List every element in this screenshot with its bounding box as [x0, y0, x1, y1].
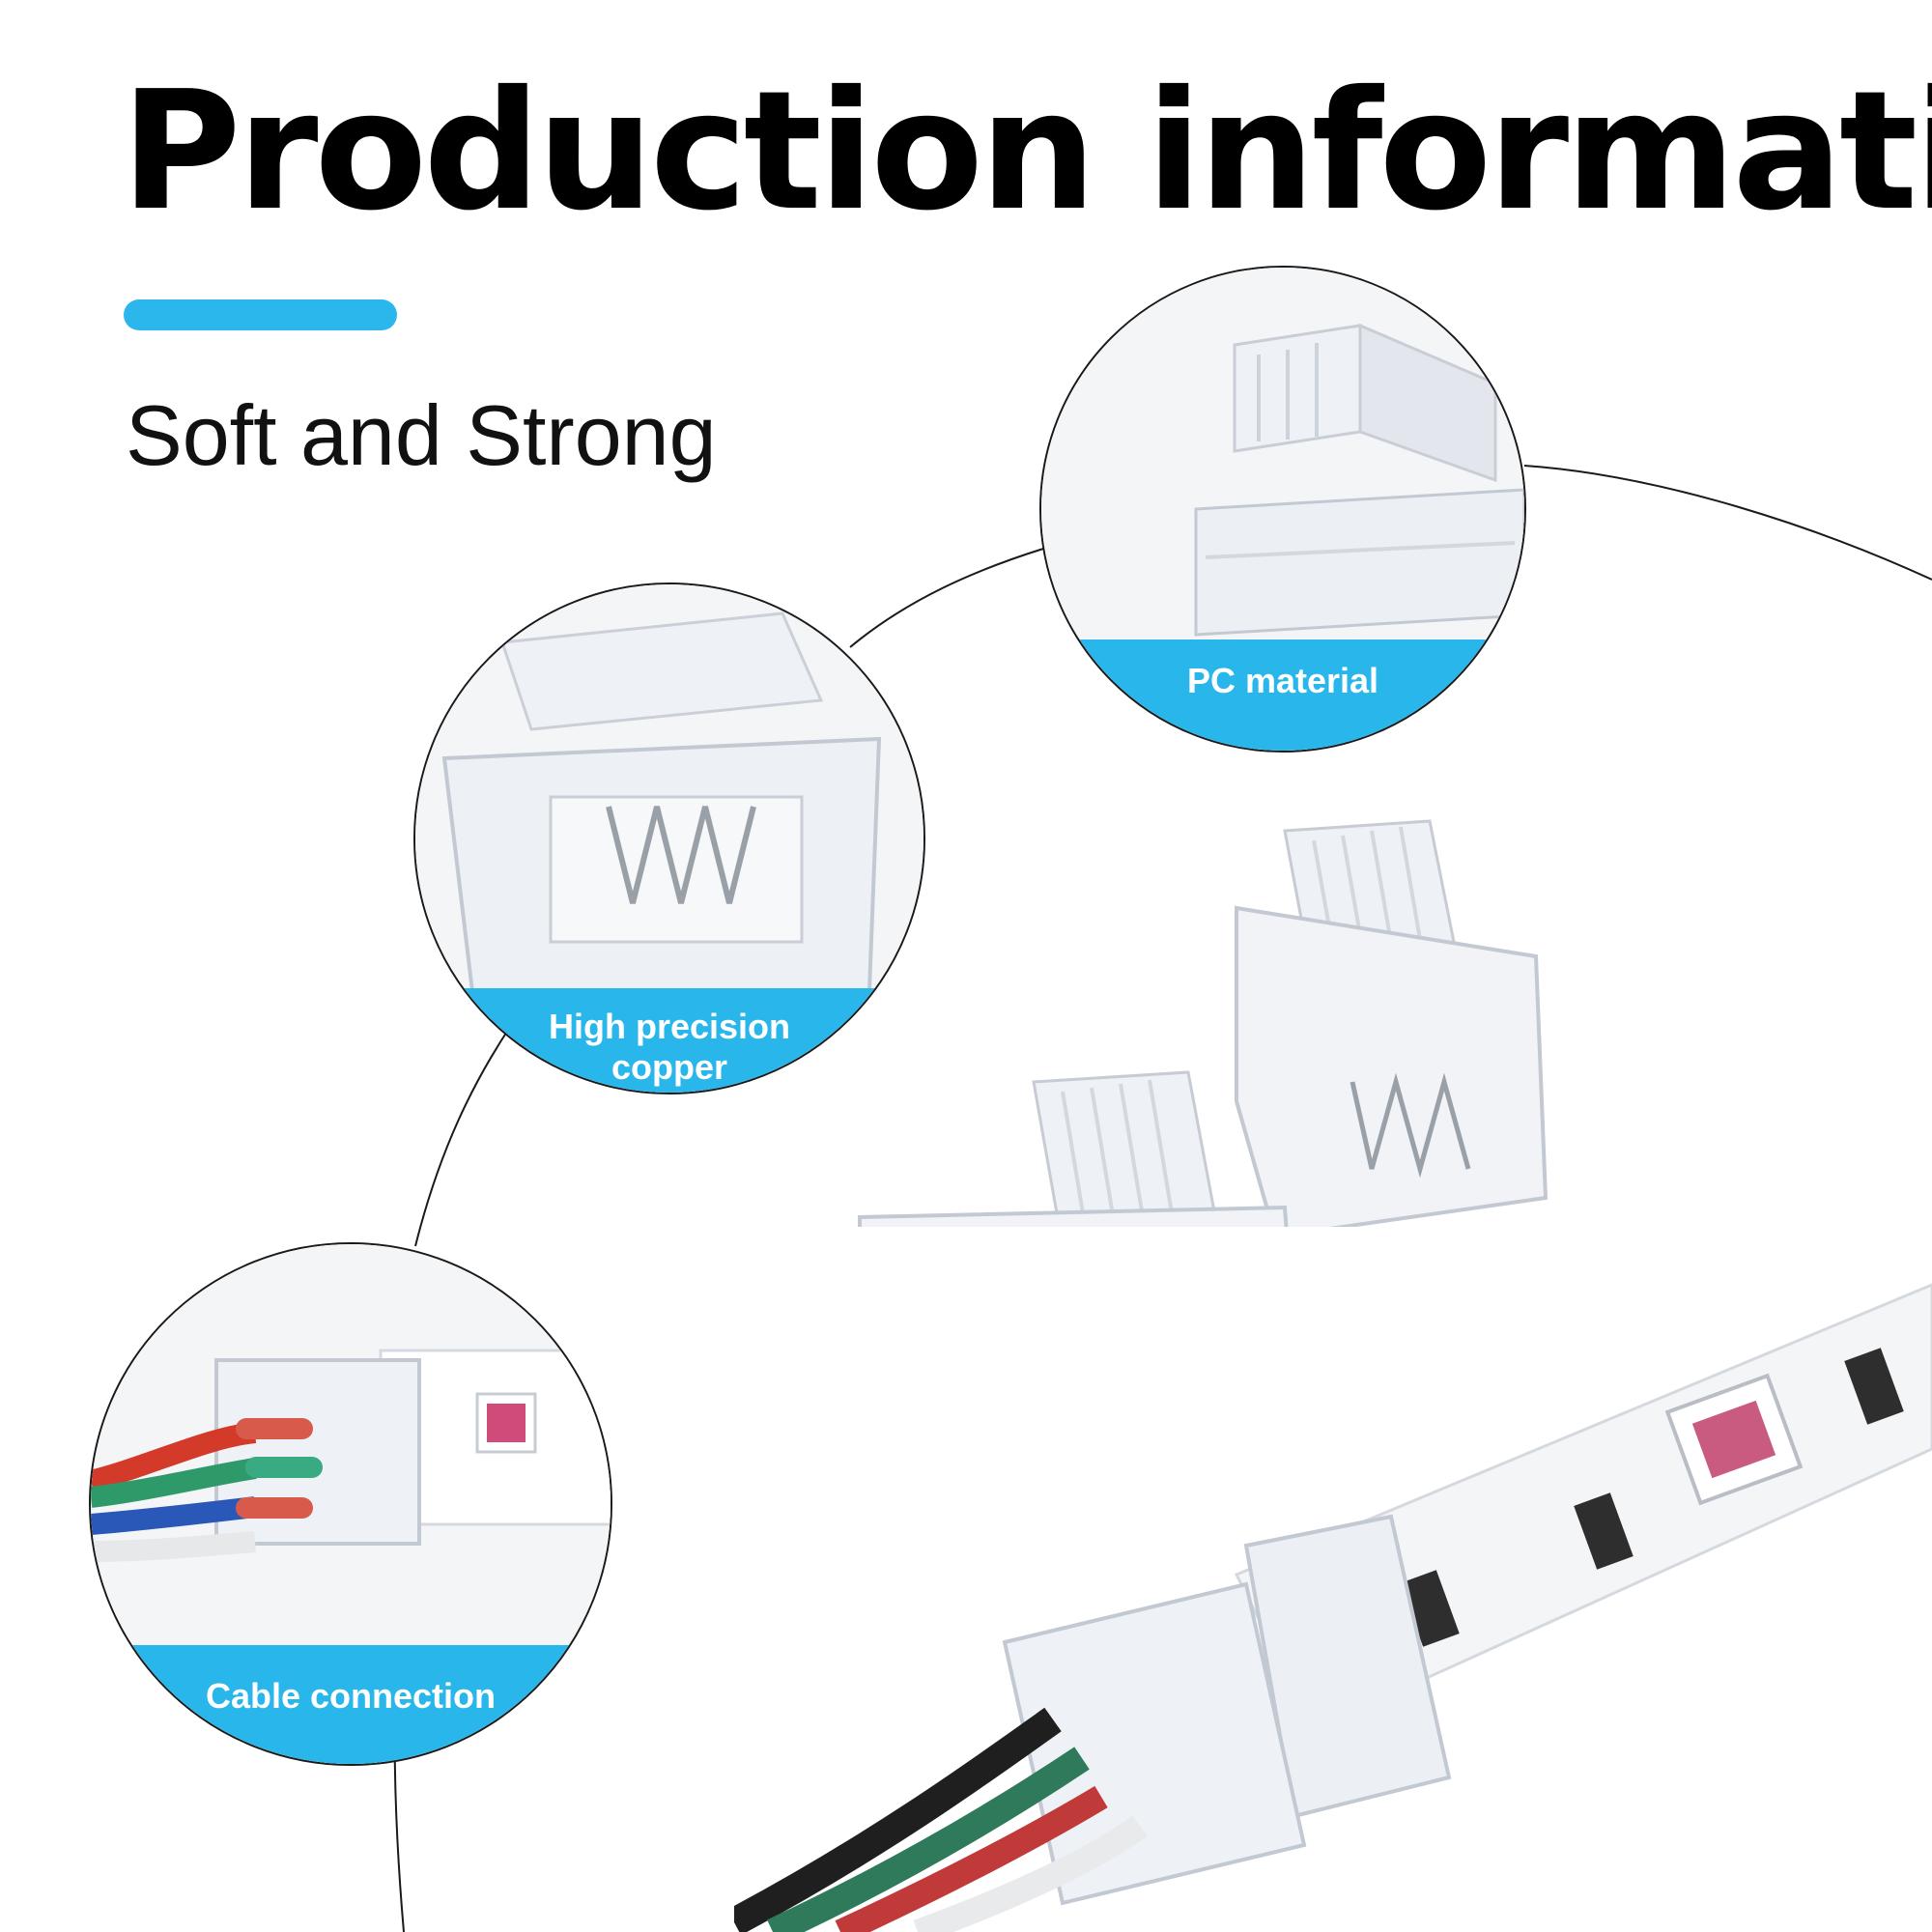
connector-right — [1235, 819, 1548, 1239]
feature-label-line1: High precision — [548, 1007, 791, 1046]
page-subtitle: Soft and Strong — [126, 387, 717, 483]
feature-label-pc-material: PC material — [1186, 661, 1379, 700]
feature-label-band: PC material — [1041, 639, 1524, 751]
accent-bar — [124, 299, 397, 330]
feature-circle-high-precision-copper: High precision copper — [413, 582, 925, 1094]
feature-label-line2: copper — [611, 1047, 728, 1087]
feature-circle-pc-material: PC material — [1039, 266, 1526, 753]
feature-label-band: Cable connection — [91, 1645, 611, 1764]
feature-label-band: High precision copper — [415, 988, 923, 1093]
led-strip-with-connector — [734, 1227, 1932, 1932]
page-title: Production information — [121, 56, 1932, 247]
feature-label-cable-connection: Cable connection — [205, 1676, 497, 1716]
feature-circle-cable-connection: Cable connection — [89, 1242, 612, 1766]
